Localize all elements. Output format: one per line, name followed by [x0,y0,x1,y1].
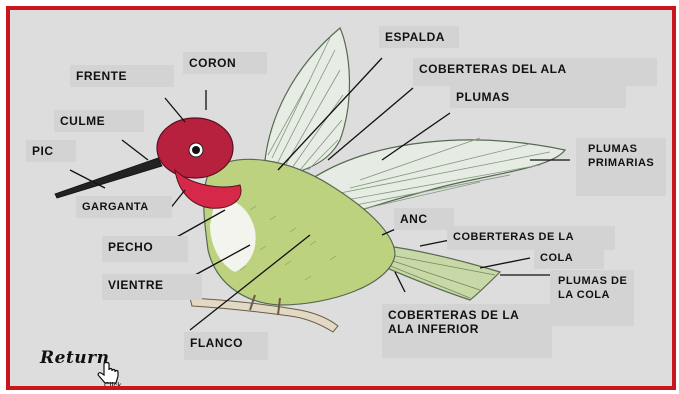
label-coberteras-ala-inferior: COBERTERAS DE LA ALA INFERIOR [382,304,552,358]
label-coron: CORON [183,52,267,74]
label-anc: ANC [394,208,454,230]
label-plumas-primarias: PLUMAS PRIMARIAS [576,138,666,196]
return-button[interactable]: Return Click [40,348,136,390]
label-frente: FRENTE [70,65,174,87]
label-espalda: ESPALDA [379,26,459,48]
label-culme: CULME [54,110,144,132]
label-pic: PIC [26,140,76,162]
diagram-frame: ESPALDA CORON FRENTE COBERTERAS DEL ALA … [6,6,676,390]
label-pecho: PECHO [102,236,188,262]
label-plumas-cola: PLUMAS DE LA COLA [550,270,634,326]
label-plumas: PLUMAS [450,86,626,108]
label-vientre: VIENTRE [102,274,202,300]
label-cola: COLA [534,247,604,269]
label-garganta: GARGANTA [76,196,172,218]
label-coberteras-ala: COBERTERAS DEL ALA [413,58,657,86]
click-hint: Click [104,381,121,390]
label-flanco: FLANCO [184,332,268,360]
beak [55,158,162,198]
